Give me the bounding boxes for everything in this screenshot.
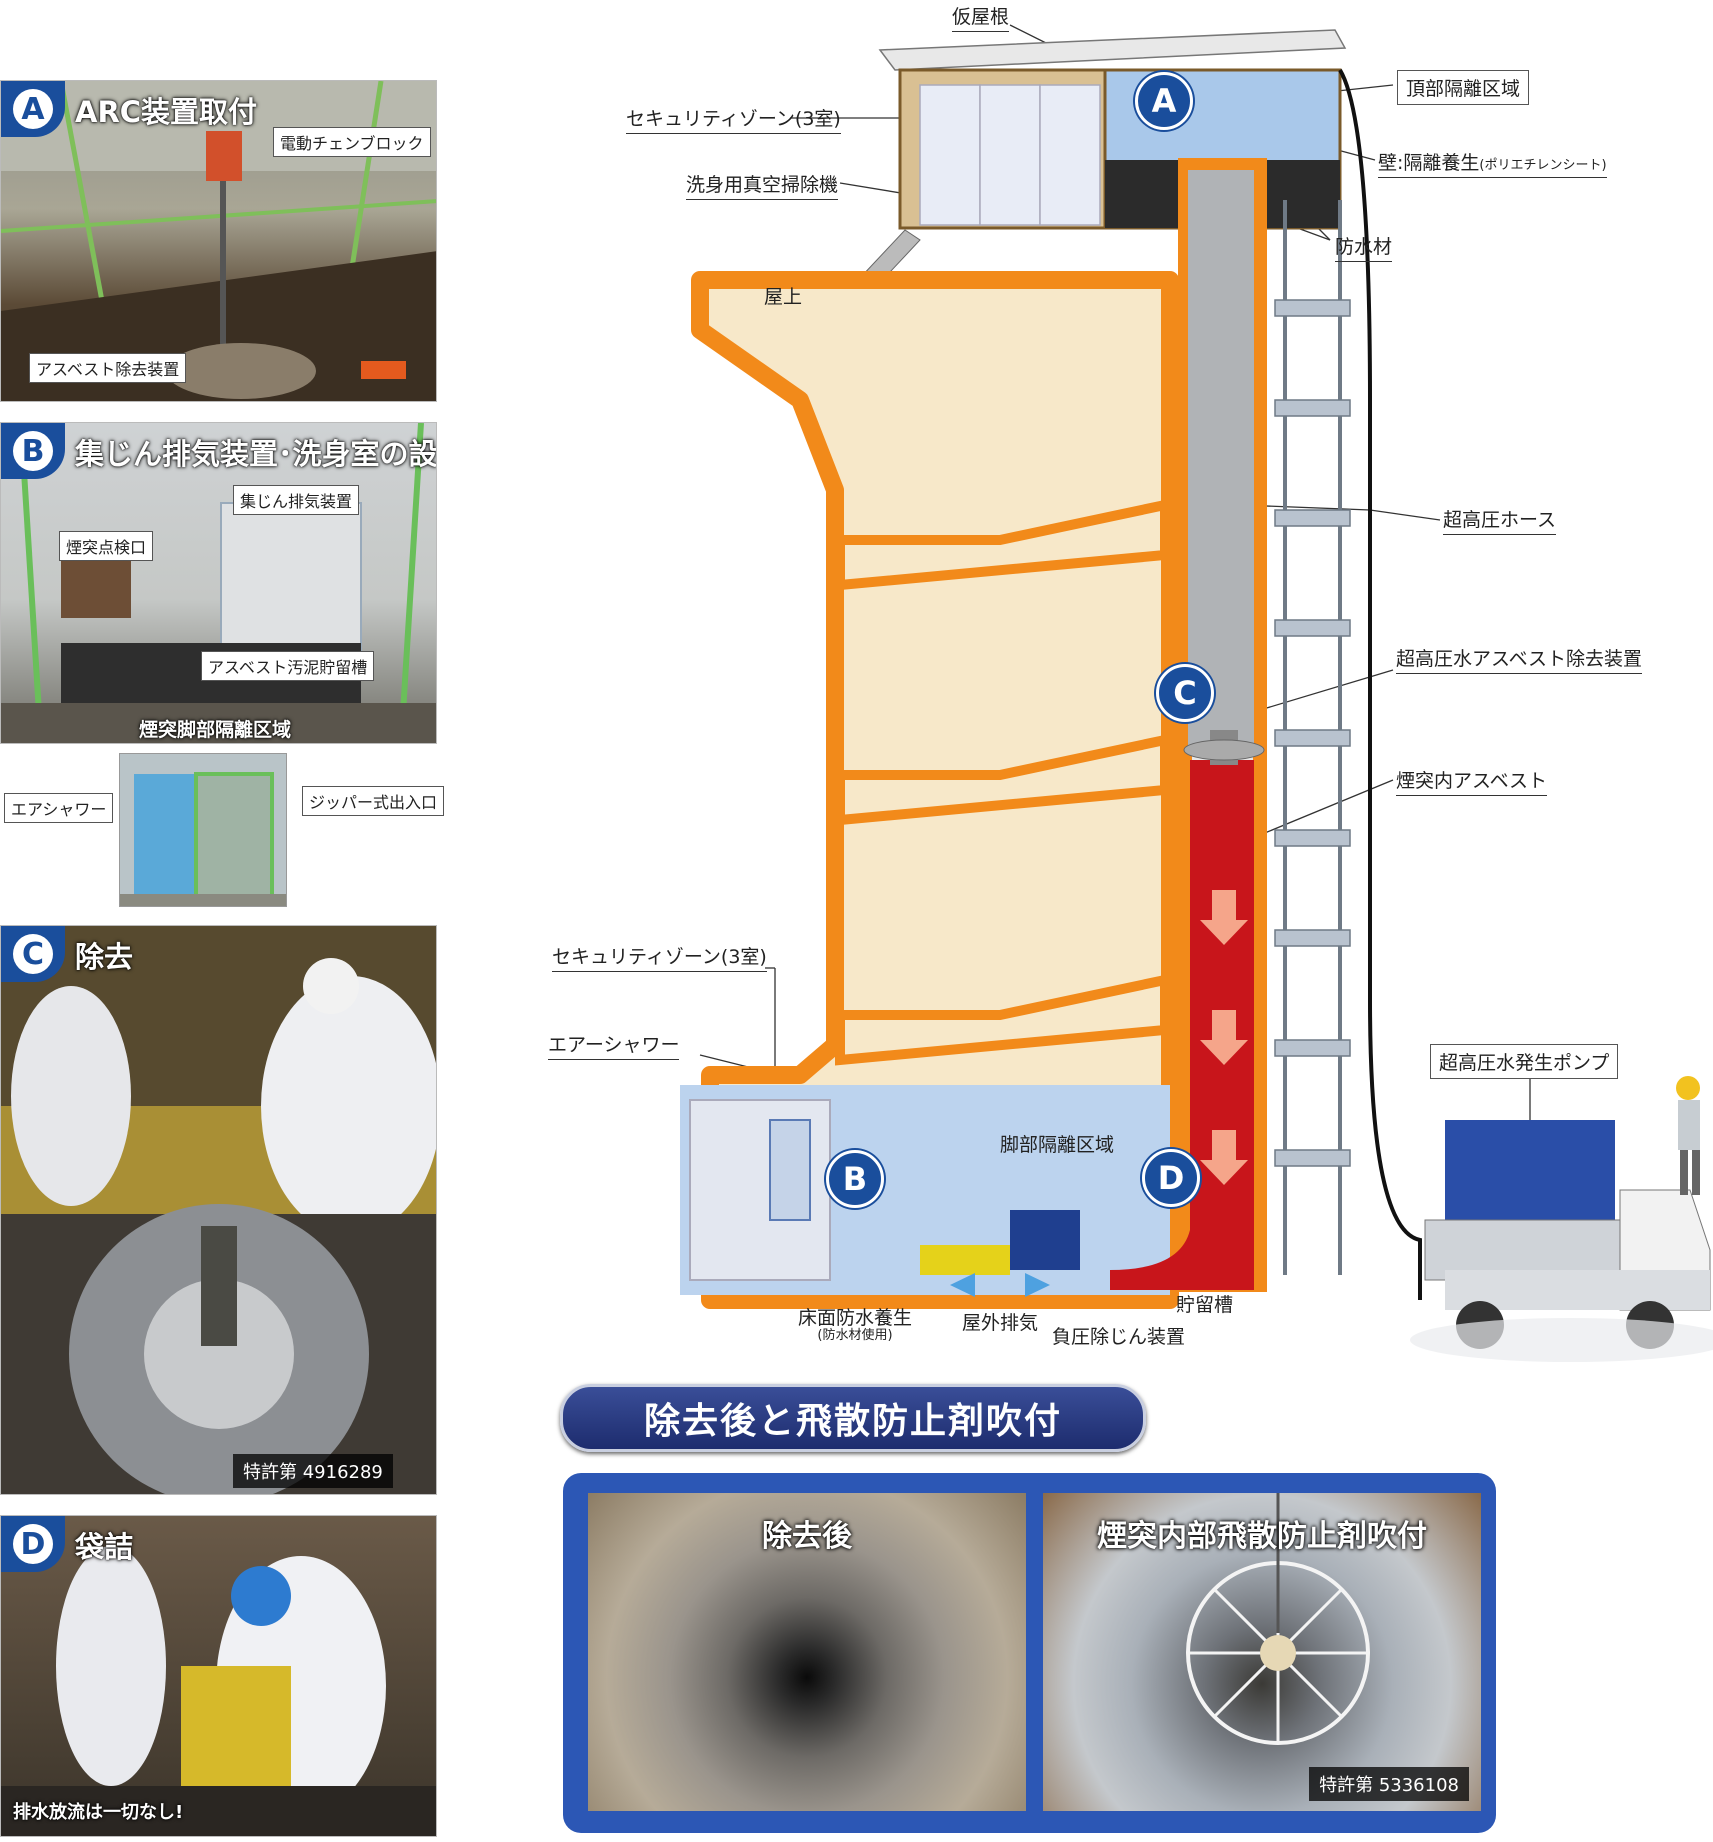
label-zipper-entrance: ジッパー式出入口 xyxy=(302,786,445,816)
patent-number-bottom: 特許第 5336108 xyxy=(1309,1767,1469,1801)
label-air-shower: エアシャワー xyxy=(4,793,114,823)
label-wall-curing-text: 壁:隔離養生 xyxy=(1378,152,1480,174)
section-c-title: 除去 xyxy=(75,940,134,974)
label-chimney-asbestos: 煙突内アスベスト xyxy=(1396,766,1548,796)
diagram-marker-d: D xyxy=(1142,1149,1200,1207)
label-asbestos-remover: アスベスト除去装置 xyxy=(29,353,187,383)
section-a-title: ARC装置取付 xyxy=(75,95,258,129)
label-removal-device: 超高圧水アスベスト除去装置 xyxy=(1396,644,1643,674)
label-temporary-roof: 仮屋根 xyxy=(952,2,1010,32)
label-inspection-door: 煙突点検口 xyxy=(59,531,154,561)
label-dust-collector: 負圧除じん装置 xyxy=(1052,1326,1186,1348)
caption-no-drainage: 排水放流は一切なし! xyxy=(13,1802,184,1823)
label-vacuum-cleaner: 洗身用真空掃除機 xyxy=(686,170,839,200)
spray-ring-illustration xyxy=(1186,1493,1370,1745)
label-air-shower-diagram: エアーシャワー xyxy=(548,1030,680,1060)
label-floor-waterproof-note: (防水材使用) xyxy=(817,1327,893,1343)
label-high-pressure-hose: 超高圧ホース xyxy=(1443,505,1557,535)
after-removal-banner: 除去後と飛散防止剤吹付 xyxy=(560,1384,1146,1452)
label-wall-curing: 壁:隔離養生(ポリエチレンシート) xyxy=(1378,148,1607,178)
diagram-marker-c: C xyxy=(1156,664,1214,722)
label-base-isolation: 脚部隔離区域 xyxy=(1000,1134,1115,1156)
label-top-isolation: 頂部隔離区域 xyxy=(1397,70,1530,105)
section-d-title: 袋詰 xyxy=(75,1530,134,1564)
label-wall-curing-note: (ポリエチレンシート) xyxy=(1479,158,1607,173)
label-chain-block: 電動チェンブロック xyxy=(273,127,431,157)
photo-anti-scatter-spray: 煙突内部飛散防止剤吹付 特許第 5336108 xyxy=(1043,1493,1481,1811)
caption-after-removal: 除去後 xyxy=(762,1519,852,1554)
removal-illustration xyxy=(1,926,436,1494)
label-sludge-tank: アスベスト汚泥貯留槽 xyxy=(201,651,375,681)
photo-panel-a: A ARC装置取付 電動チェンブロック アスベスト除去装置 xyxy=(0,80,437,402)
section-a-badge: A xyxy=(1,81,65,137)
photo-panel-b: B 集じん排気装置･洗身室の設置 集じん排気装置 煙突点検口 アスベスト汚泥貯留… xyxy=(0,422,437,744)
label-outdoor-exhaust: 屋外排気 xyxy=(962,1312,1039,1334)
label-storage-tank: 貯留槽 xyxy=(1176,1294,1234,1316)
label-security-zone-top: セキュリティゾーン(3室) xyxy=(626,104,841,134)
bagging-illustration xyxy=(1,1546,436,1836)
caption-anti-scatter: 煙突内部飛散防止剤吹付 xyxy=(1097,1519,1427,1554)
label-security-zone-bottom: セキュリティゾーン(3室) xyxy=(552,942,767,972)
diagram-marker-a: A xyxy=(1135,72,1193,130)
diagram-marker-b: B xyxy=(826,1150,884,1208)
section-d-badge: D xyxy=(1,1516,65,1572)
label-high-pressure-pump: 超高圧水発生ポンプ xyxy=(1430,1044,1619,1079)
label-floor-waterproof: 床面防水養生 (防水材使用) xyxy=(798,1308,912,1343)
section-c-badge: C xyxy=(1,926,65,982)
air-shower-illustration xyxy=(120,772,286,906)
label-waterproof: 防水材 xyxy=(1335,232,1393,262)
after-removal-panel: 除去後 煙突内部飛散防止剤吹付 特許第 5336108 xyxy=(563,1473,1496,1833)
section-b-title: 集じん排気装置･洗身室の設置 xyxy=(75,437,437,471)
photo-air-shower xyxy=(119,753,287,907)
label-rooftop: 屋上 xyxy=(764,286,803,308)
photo-panel-c: C 除去 特許第 4916289 xyxy=(0,925,437,1495)
section-b-badge: B xyxy=(1,423,65,479)
patent-number-c: 特許第 4916289 xyxy=(233,1454,393,1488)
label-floor-waterproof-text: 床面防水養生 xyxy=(798,1307,913,1329)
label-dust-exhaust: 集じん排気装置 xyxy=(233,485,360,515)
photo-after-removal: 除去後 xyxy=(588,1493,1026,1811)
caption-base-isolation: 煙突脚部隔離区域 xyxy=(139,719,292,741)
photo-panel-d: D 袋詰 排水放流は一切なし! xyxy=(0,1515,437,1837)
